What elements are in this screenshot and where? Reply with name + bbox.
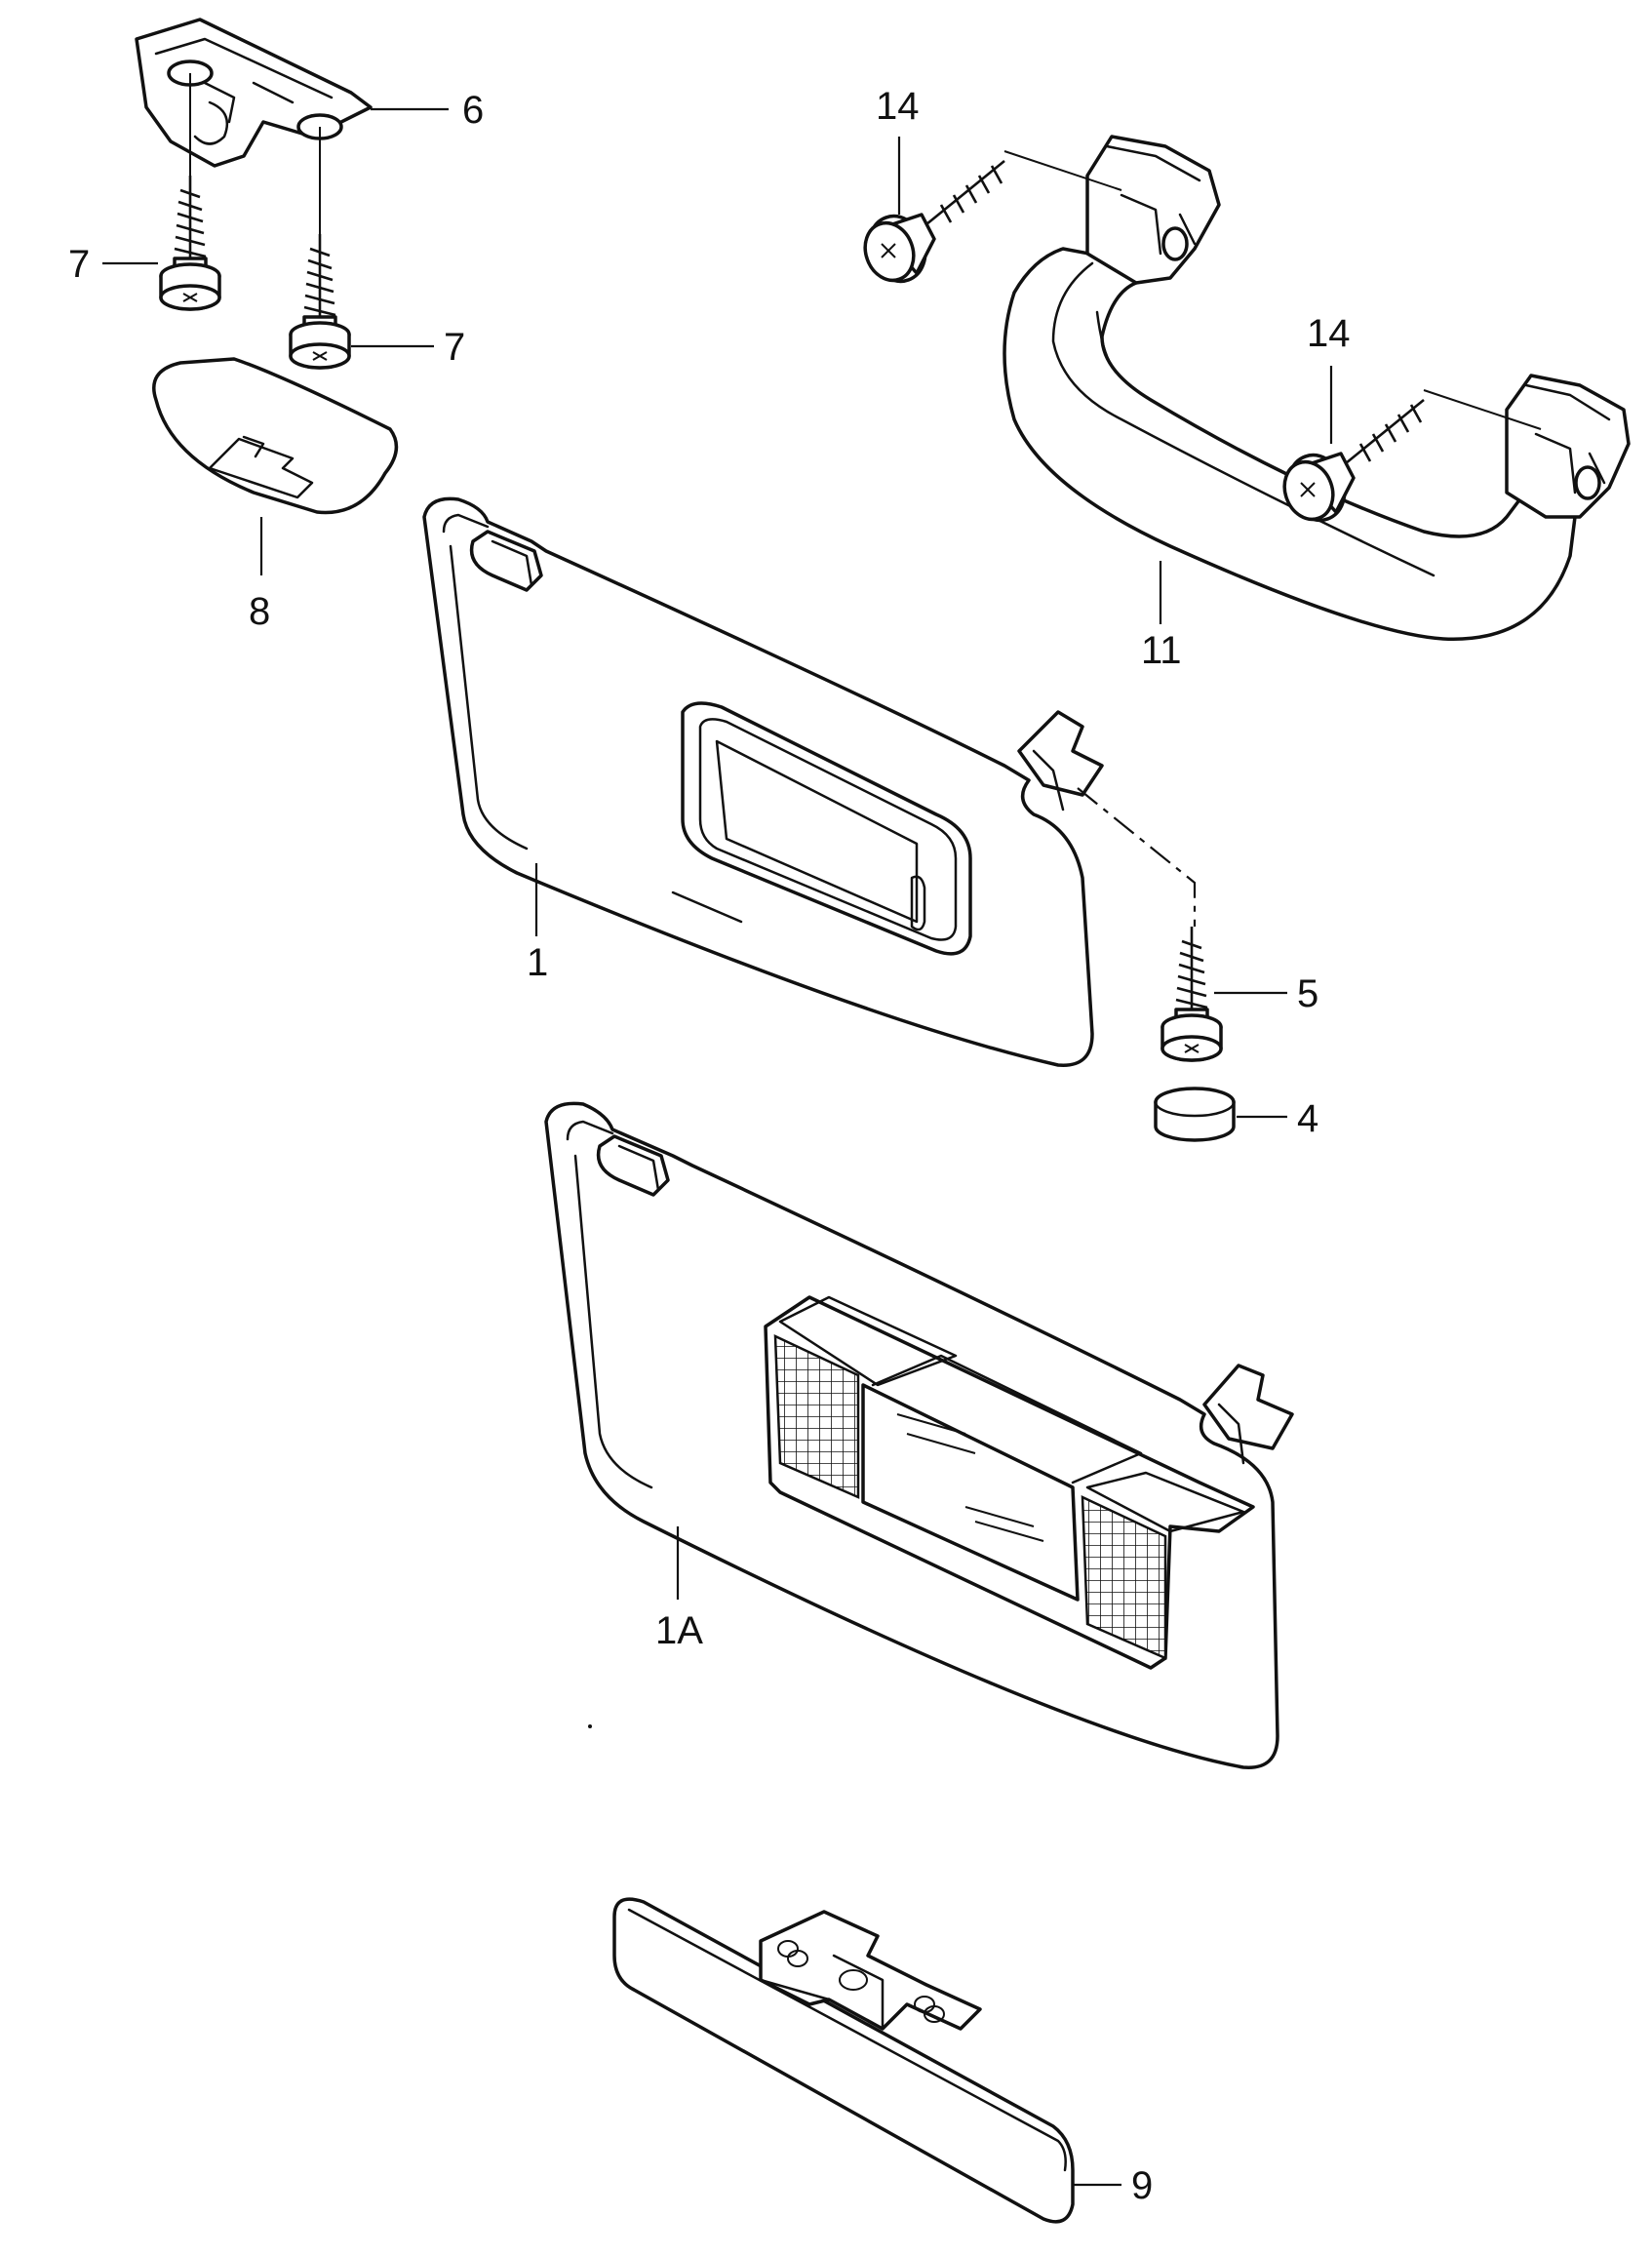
callout-7-left: 7 [68,243,90,286]
part-1-sun-visor [422,496,1104,1067]
part-5-screw [1160,925,1223,1062]
part-14-screw-top [863,137,1122,284]
part-6-bracket [135,18,449,168]
part-7-screw-left [159,73,221,311]
callout-7-right: 7 [444,326,465,369]
callout-5: 5 [1297,972,1318,1015]
callout-1a: 1A [655,1609,703,1652]
callout-14-bottom: 14 [1307,312,1351,355]
part-9-cover-plate [612,1897,1121,2224]
callout-6: 6 [462,89,484,132]
callout-14-top: 14 [876,85,920,128]
callout-9: 9 [1131,2164,1153,2207]
part-1a-sun-visor-illuminated [544,1101,1294,1769]
assembly-line-visor-screw [1077,787,1197,927]
part-4-cap [1154,1087,1287,1142]
callout-8: 8 [249,590,270,633]
callout-1: 1 [527,941,548,984]
part-8-clip-cover [152,357,399,575]
part-7-screw-right [289,127,351,370]
part-11-grab-handle [1003,135,1631,641]
callout-11: 11 [1141,629,1182,672]
callout-4: 4 [1297,1097,1318,1140]
part-14-screw-bottom [1282,366,1542,523]
stray-dot [588,1724,592,1728]
